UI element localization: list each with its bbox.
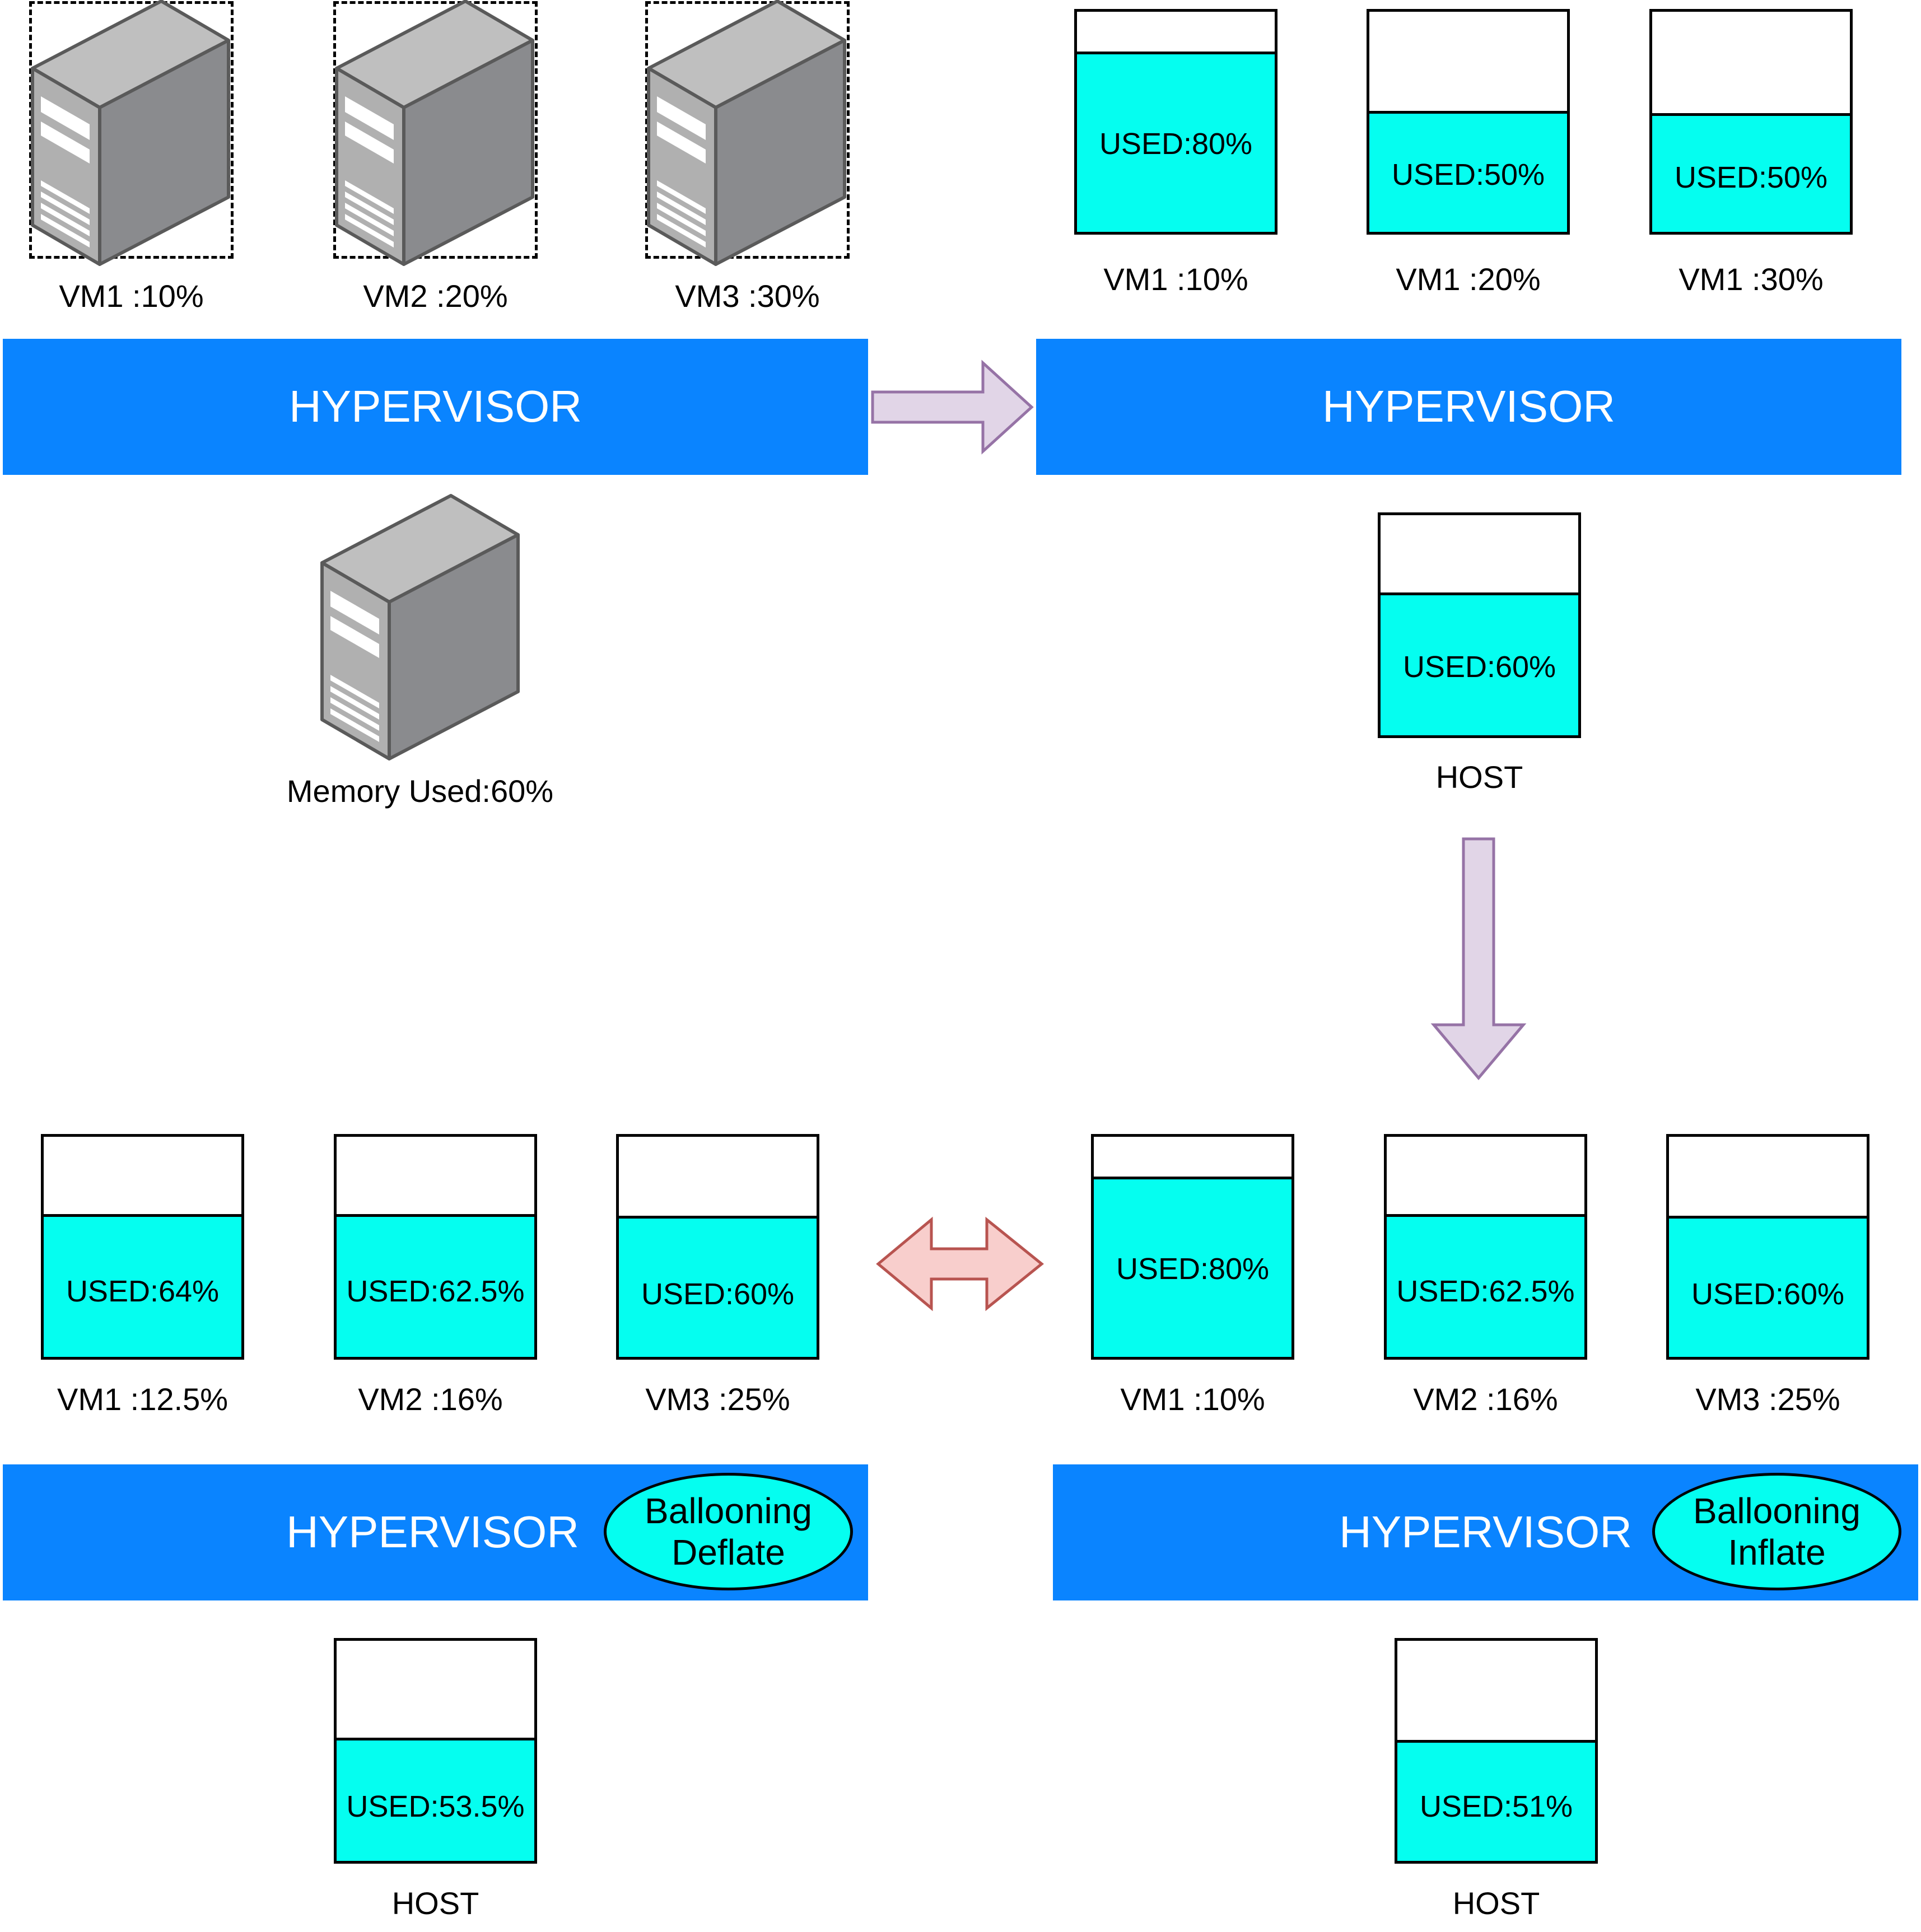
used-fill [1094, 1176, 1291, 1357]
used-label: USED:80% [1099, 127, 1253, 161]
used-label: USED:62.5% [1396, 1275, 1575, 1308]
vm-label: VM2 :20% [363, 278, 508, 314]
vm1-server-frame [29, 1, 234, 259]
vm-memory-gauge: USED:60% [1666, 1134, 1869, 1360]
host-label: HOST [391, 1886, 479, 1921]
server-tower-icon [331, 1, 538, 264]
used-fill [1669, 1216, 1867, 1357]
used-label: USED:62.5% [346, 1275, 525, 1308]
used-fill [1077, 51, 1275, 232]
balloon-line2: Inflate [1728, 1532, 1826, 1572]
hypervisor-label: HYPERVISOR [288, 381, 582, 431]
vm-label: VM2 :16% [1413, 1382, 1558, 1417]
used-label: USED:50% [1391, 158, 1545, 192]
used-fill [337, 1737, 534, 1861]
used-label: USED:64% [66, 1275, 220, 1308]
host-label: HOST [1435, 759, 1523, 795]
vm-memory-gauge: USED:62.5% [334, 1134, 537, 1360]
vm-memory-gauge: USED:50% [1367, 9, 1570, 235]
used-label: USED:60% [1691, 1277, 1845, 1311]
server-tower-icon [643, 1, 850, 264]
vm-memory-gauge: USED:62.5% [1384, 1134, 1587, 1360]
host-memory-gauge: USED:53.5% [334, 1638, 537, 1864]
balloon-line2: Deflate [672, 1532, 785, 1572]
balloon-line1: Ballooning [645, 1491, 812, 1531]
used-label: USED:51% [1419, 1790, 1573, 1823]
double-arrow-icon [876, 1216, 1044, 1312]
used-fill [1652, 113, 1850, 232]
vm-label: VM1 :20% [1396, 262, 1541, 297]
vm-memory-gauge: USED:60% [616, 1134, 819, 1360]
host-memory-gauge: USED:51% [1395, 1638, 1598, 1864]
vm-label: VM3 :25% [645, 1382, 790, 1417]
vm-label: VM3 :30% [675, 278, 820, 314]
used-fill [1369, 110, 1567, 232]
vm2-server-frame [333, 1, 538, 259]
used-label: USED:80% [1116, 1252, 1270, 1286]
memory-used-label: Memory Used:60% [286, 773, 554, 809]
used-fill [44, 1214, 241, 1357]
used-fill [1381, 592, 1578, 735]
server-tower-icon [27, 1, 234, 264]
vm-label: VM1 :10% [59, 278, 204, 314]
balloon-line1: Ballooning [1693, 1491, 1861, 1531]
vm-memory-gauge: USED:50% [1649, 9, 1853, 235]
arrow-right-icon [871, 360, 1034, 455]
used-fill [1397, 1739, 1595, 1861]
used-fill [337, 1214, 534, 1357]
host-label: HOST [1452, 1886, 1540, 1921]
used-fill [1387, 1214, 1584, 1357]
vm-label: VM1 :10% [1103, 262, 1248, 297]
ballooning-inflate-badge: Ballooning Inflate [1652, 1473, 1901, 1590]
hypervisor-bar [1036, 339, 1901, 475]
used-fill [619, 1216, 817, 1357]
vm-memory-gauge: USED:80% [1074, 9, 1277, 235]
vm-label: VM2 :16% [358, 1382, 503, 1417]
vm-memory-gauge: USED:64% [41, 1134, 244, 1360]
host-memory-gauge: USED:60% [1378, 512, 1581, 738]
arrow-down-icon [1430, 837, 1527, 1080]
hypervisor-label: HYPERVISOR [286, 1507, 580, 1557]
used-label: USED:60% [641, 1277, 795, 1311]
server-tower-icon [316, 496, 524, 759]
ballooning-deflate-badge: Ballooning Deflate [604, 1473, 853, 1590]
vm-label: VM1 :10% [1120, 1382, 1265, 1417]
vm-label: VM1 :12.5% [57, 1382, 229, 1417]
hypervisor-label: HYPERVISOR [1339, 1507, 1633, 1557]
used-label: USED:53.5% [346, 1790, 525, 1823]
hypervisor-label: HYPERVISOR [1322, 381, 1616, 431]
vm-label: VM1 :30% [1678, 262, 1824, 297]
hypervisor-bar [3, 339, 868, 475]
vm-memory-gauge: USED:80% [1091, 1134, 1294, 1360]
vm-label: VM3 :25% [1695, 1382, 1840, 1417]
used-label: USED:50% [1674, 161, 1828, 194]
vm3-server-frame [645, 1, 850, 259]
used-label: USED:60% [1402, 650, 1556, 684]
